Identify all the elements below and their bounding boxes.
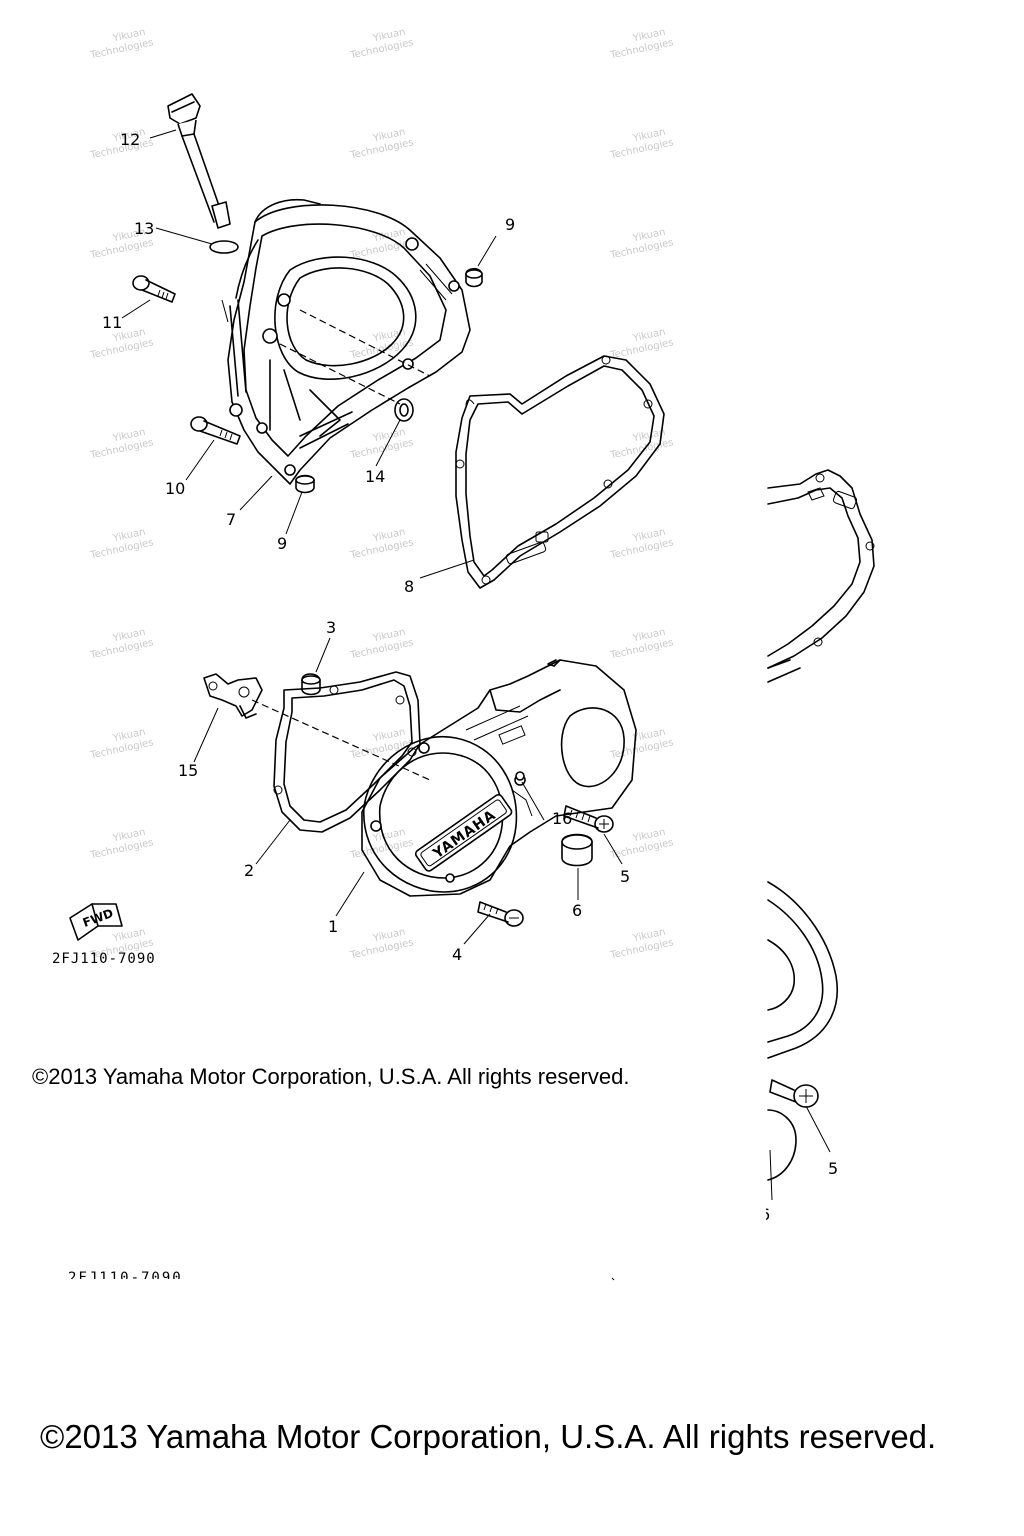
callout-13: 13	[134, 219, 154, 238]
diagram-code: 2FJ110-7090	[52, 951, 156, 967]
part-9-dowel-pin-bottom[interactable]	[295, 474, 315, 494]
zoomed-gasket-fragment	[767, 469, 875, 683]
part-7-crankcase-cover[interactable]	[227, 198, 471, 485]
part-1-crankcase-cover-yamaha[interactable]: YAMAHA	[361, 659, 637, 897]
callout-9-bottom: 9	[277, 534, 287, 553]
callout-15: 15	[178, 761, 198, 780]
callout-3: 3	[326, 618, 336, 637]
part-16-pin[interactable]	[515, 771, 525, 781]
copyright-notice-large: ©2013 Yamaha Motor Corporation, U.S.A. A…	[40, 1418, 937, 1455]
zoomed-screw-fragment: 5 6	[740, 1079, 838, 1226]
part-15-bracket[interactable]	[203, 673, 263, 719]
callout-10: 10	[165, 479, 185, 498]
stray-mark	[611, 1277, 615, 1281]
callout-8: 8	[404, 577, 414, 596]
part-14-oil-seal[interactable]	[394, 398, 414, 422]
part-3-plug[interactable]	[301, 673, 321, 696]
callout-4: 4	[452, 945, 462, 964]
part-11-bolt[interactable]	[132, 275, 176, 303]
fwd-arrow: FWD	[69, 903, 123, 941]
part-10-bolt[interactable]	[190, 416, 241, 445]
part-2-gasket[interactable]	[273, 671, 421, 833]
part-13-o-ring[interactable]	[209, 240, 239, 254]
callout-16: 16	[552, 809, 572, 828]
leader-lines	[121, 129, 623, 945]
diagram-code-cropped: 2FJ110-7090	[68, 1270, 183, 1279]
callout-labels: 12 13 11 9 14 10 7 9 8 3 15 16 2 5 6 1 4	[102, 130, 630, 964]
part-12-dipstick[interactable]	[167, 93, 231, 229]
callout-6: 6	[572, 901, 582, 920]
callout-5: 5	[620, 867, 630, 886]
part-9-dowel-pin-top[interactable]	[465, 267, 483, 288]
callout-1: 1	[328, 917, 338, 936]
zoomed-cover-fragment	[767, 881, 838, 1181]
part-5-screw[interactable]	[563, 805, 614, 833]
part-4-screw[interactable]	[477, 901, 524, 927]
part-8-gasket[interactable]	[455, 355, 665, 589]
callout-12: 12	[120, 130, 140, 149]
centerline-upper	[279, 343, 401, 405]
callout-2: 2	[244, 861, 254, 880]
copyright-notice-small: ©2013 Yamaha Motor Corporation, U.S.A. A…	[32, 1064, 630, 1089]
callout-11: 11	[102, 313, 122, 332]
callout-5-zoomed: 5	[828, 1159, 838, 1178]
callout-9-top: 9	[505, 215, 515, 234]
centerline-cover	[299, 309, 431, 377]
callout-7: 7	[226, 510, 236, 529]
part-6-plug[interactable]	[561, 833, 593, 867]
callout-14: 14	[365, 467, 385, 486]
